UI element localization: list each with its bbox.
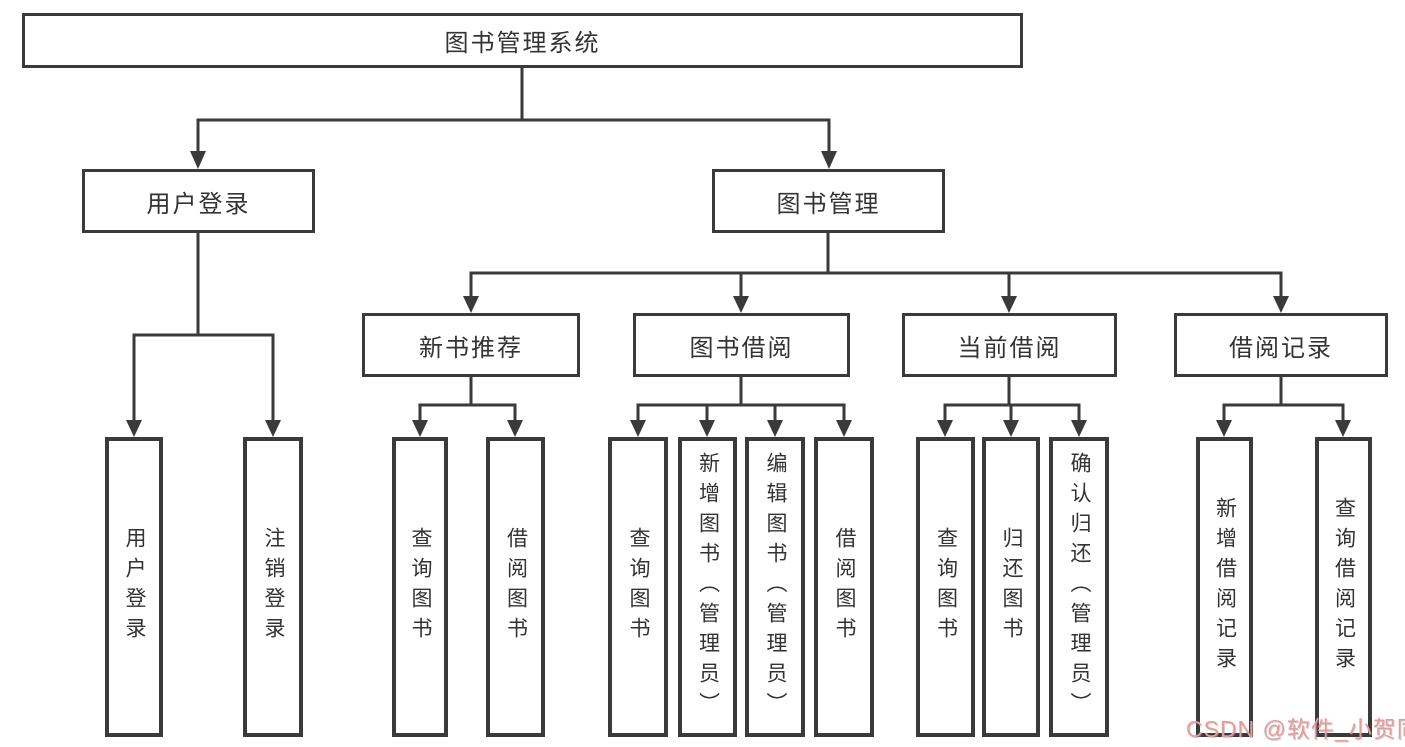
leaf-query-books-3: 查询图书 xyxy=(916,437,975,737)
connector-root-to-level2 xyxy=(190,68,837,169)
node-root-library-system: 图书管理系统 xyxy=(22,13,1023,68)
leaf-query-books-1: 查询图书 xyxy=(392,437,448,737)
leaf-edit-books-admin: 编辑图书（管理员） xyxy=(745,437,805,737)
connector-book-borrow-to-leaves xyxy=(630,377,852,437)
leaf-add-books-admin: 新增图书（管理员） xyxy=(678,437,737,737)
leaf-query-borrow-record: 查询借阅记录 xyxy=(1315,437,1372,737)
node-user-login: 用户登录 xyxy=(82,169,315,233)
leaf-confirm-return-admin: 确认归还（管理员） xyxy=(1049,437,1109,737)
connector-new-book-rec-to-leaves xyxy=(412,377,523,437)
csdn-watermark: CSDN @软件_小贺同学 xyxy=(1186,716,1405,742)
node-book-borrowing: 图书借阅 xyxy=(633,313,850,377)
node-book-management: 图书管理 xyxy=(712,169,945,233)
connector-current-borrow-to-leaves xyxy=(937,377,1087,437)
leaf-borrow-books-2: 借阅图书 xyxy=(814,437,874,737)
node-current-borrowing: 当前借阅 xyxy=(902,313,1117,377)
connector-borrow-records-to-leaves xyxy=(1216,377,1351,437)
node-borrow-records: 借阅记录 xyxy=(1174,313,1388,377)
leaf-return-books: 归还图书 xyxy=(982,437,1040,737)
leaf-query-books-2: 查询图书 xyxy=(608,437,668,737)
connector-user-login-to-leaves xyxy=(126,233,281,437)
leaf-add-borrow-record: 新增借阅记录 xyxy=(1196,437,1253,737)
node-new-book-recommend: 新书推荐 xyxy=(362,313,580,377)
connector-book-mgmt-to-level3 xyxy=(463,233,1289,313)
leaf-user-login: 用户登录 xyxy=(105,437,163,737)
leaf-borrow-books-1: 借阅图书 xyxy=(486,437,545,737)
leaf-logout: 注销登录 xyxy=(243,437,303,737)
